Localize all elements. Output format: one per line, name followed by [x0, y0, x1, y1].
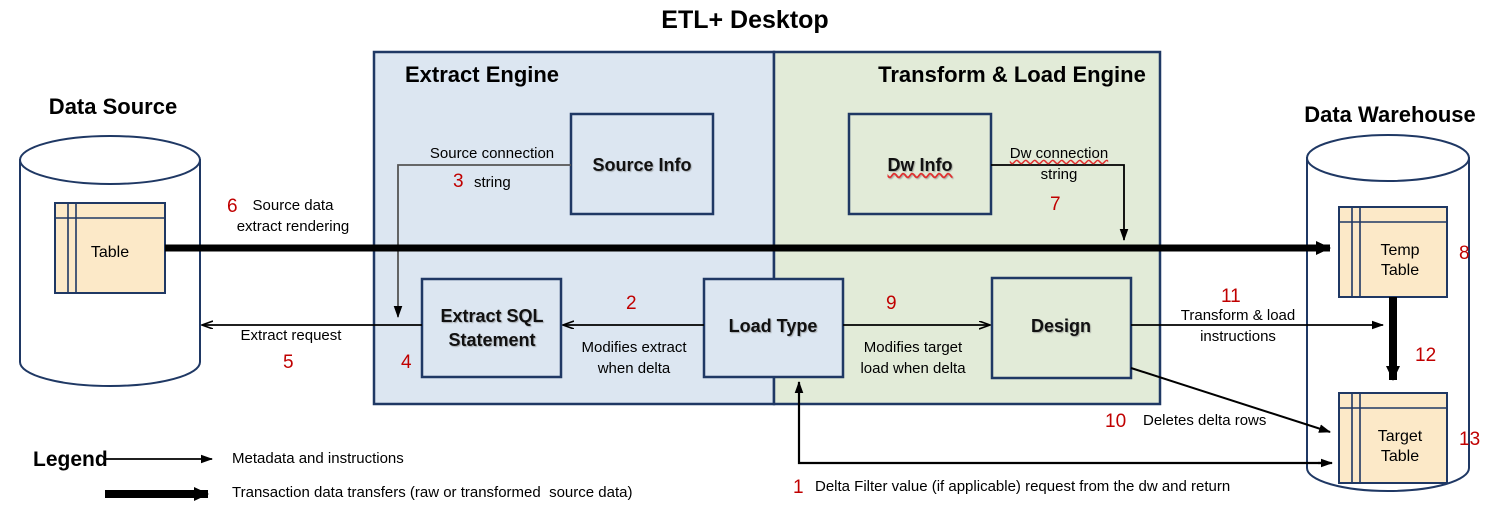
- arrow-10-deletes-delta-rows: [1130, 367, 1331, 433]
- dw-info-box: [847, 112, 993, 216]
- flow-number-1: 1: [793, 477, 804, 498]
- flow-label-9-line2: load when delta: [860, 360, 966, 377]
- load-type-label: Load Type: [728, 316, 818, 336]
- flow-number-7: 7: [1050, 194, 1061, 215]
- data-warehouse-heading: Data Warehouse: [1304, 102, 1476, 127]
- flow-number-10: 10: [1105, 411, 1127, 432]
- flow-label-11-line1: Transform & load: [1180, 307, 1296, 324]
- arrow-7-dw-connection-string: [991, 164, 1129, 241]
- flow-label-5: Extract request: [240, 327, 342, 344]
- legend-title: Legend: [33, 448, 108, 471]
- temp-table-icon: [1338, 206, 1448, 298]
- source-table-icon: [54, 202, 166, 294]
- design-label: Design: [1030, 316, 1092, 336]
- flow-number-8: 8: [1459, 243, 1470, 264]
- design-box: [990, 276, 1133, 380]
- source-info-label: Source Info: [592, 155, 692, 175]
- flow-label-2-line2: when delta: [597, 360, 671, 377]
- flow-number-9: 9: [886, 293, 897, 314]
- flow-number-12: 12: [1415, 345, 1437, 366]
- legend-item-label-0: Metadata and instructions: [232, 450, 404, 467]
- flow-label-10: Deletes delta rows: [1143, 412, 1267, 429]
- arrow-1-delta-filter-request: [794, 381, 1333, 468]
- flow-label-7-line1: Dw connection: [1009, 145, 1109, 162]
- legend-item-label-1: Transaction data transfers (raw or trans…: [232, 484, 633, 501]
- page-title: ETL+ Desktop: [661, 6, 829, 34]
- flow-number-3: 3: [453, 171, 464, 192]
- source-table-label: Table: [90, 244, 130, 261]
- target-table-icon: [1338, 392, 1448, 484]
- flow-number-13: 13: [1459, 429, 1481, 450]
- flow-number-2: 2: [626, 293, 637, 314]
- flow-label-6-line1: Source data: [252, 197, 334, 214]
- flow-number-4: 4: [401, 352, 412, 373]
- flow-label-2-line1: Modifies extract: [581, 339, 687, 356]
- dw-info-label: Dw Info: [887, 155, 953, 175]
- extract-sql-statement-label-line1: Extract SQL: [440, 306, 544, 326]
- flow-label-3-line1: Source connection: [429, 145, 555, 162]
- flow-label-6-line2: extract rendering: [236, 218, 350, 235]
- flow-label-7-line2: string: [1040, 166, 1078, 183]
- load-type-box: [702, 277, 845, 379]
- extract-sql-statement-label-line2: Statement: [448, 330, 536, 350]
- flow-label-1: Delta Filter value (if applicable) reque…: [815, 478, 1231, 495]
- extract-sql-statement-box: [420, 277, 563, 379]
- arrow-3-source-connection-string: [393, 164, 571, 318]
- source-info-box: [569, 112, 715, 216]
- flow-number-11: 11: [1221, 286, 1241, 307]
- data-source-heading: Data Source: [48, 94, 178, 119]
- flow-label-3-line2: string: [474, 174, 511, 191]
- transform-load-engine-title: Transform & Load Engine: [878, 62, 1146, 87]
- flow-number-5: 5: [283, 352, 294, 373]
- extract-engine-title: Extract Engine: [405, 62, 560, 87]
- flow-number-6: 6: [227, 196, 238, 217]
- flow-label-9-line1: Modifies target: [863, 339, 963, 356]
- flow-label-11-line2: instructions: [1200, 328, 1276, 345]
